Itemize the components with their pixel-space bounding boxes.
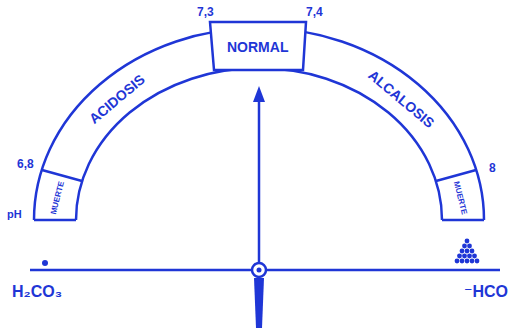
ph-value: 7,4 — [306, 6, 323, 18]
band-text: MUERTE — [50, 181, 66, 216]
acid-label: H₂CO₃ — [12, 284, 62, 300]
ph-axis-label: pH — [7, 209, 22, 220]
band-text: MUERTE — [452, 181, 468, 216]
ph-value: 8 — [489, 162, 496, 174]
base-dot-pile — [455, 239, 480, 264]
base-label: ⁻HCO — [464, 284, 508, 300]
ph-value: 7,3 — [197, 6, 214, 18]
band-text: NORMAL — [227, 40, 288, 54]
ph-value: 6,8 — [17, 158, 34, 170]
band-divider — [42, 170, 82, 181]
acid-label: H₂CO₃ — [12, 284, 62, 300]
pointer-base — [254, 278, 264, 328]
ph-value: 8 — [489, 162, 496, 174]
needle — [258, 100, 261, 262]
band-divider — [436, 170, 476, 181]
pivot-center — [257, 268, 262, 273]
band-text: ACIDOSIS — [86, 72, 147, 126]
death-band: MUERTE — [452, 181, 468, 216]
death-band: MUERTE — [50, 181, 66, 216]
band-text: ALCALOSIS — [366, 68, 437, 131]
ph-axis-label: pH — [7, 209, 22, 220]
acidosis-band: ACIDOSIS — [86, 72, 147, 126]
base-label: ⁻HCO — [464, 284, 508, 300]
ph-value: 7,3 — [197, 6, 214, 18]
normal-box — [210, 22, 306, 70]
acid-dot — [42, 260, 48, 266]
band-end — [442, 219, 484, 222]
band-end — [34, 219, 76, 222]
alkalosis-band: ALCALOSIS — [366, 68, 437, 131]
pivot — [252, 263, 266, 277]
normal-box: NORMAL — [227, 40, 288, 54]
needle-head — [253, 86, 265, 102]
ph-value: 6,8 — [17, 158, 34, 170]
ph-value: 7,4 — [306, 6, 323, 18]
